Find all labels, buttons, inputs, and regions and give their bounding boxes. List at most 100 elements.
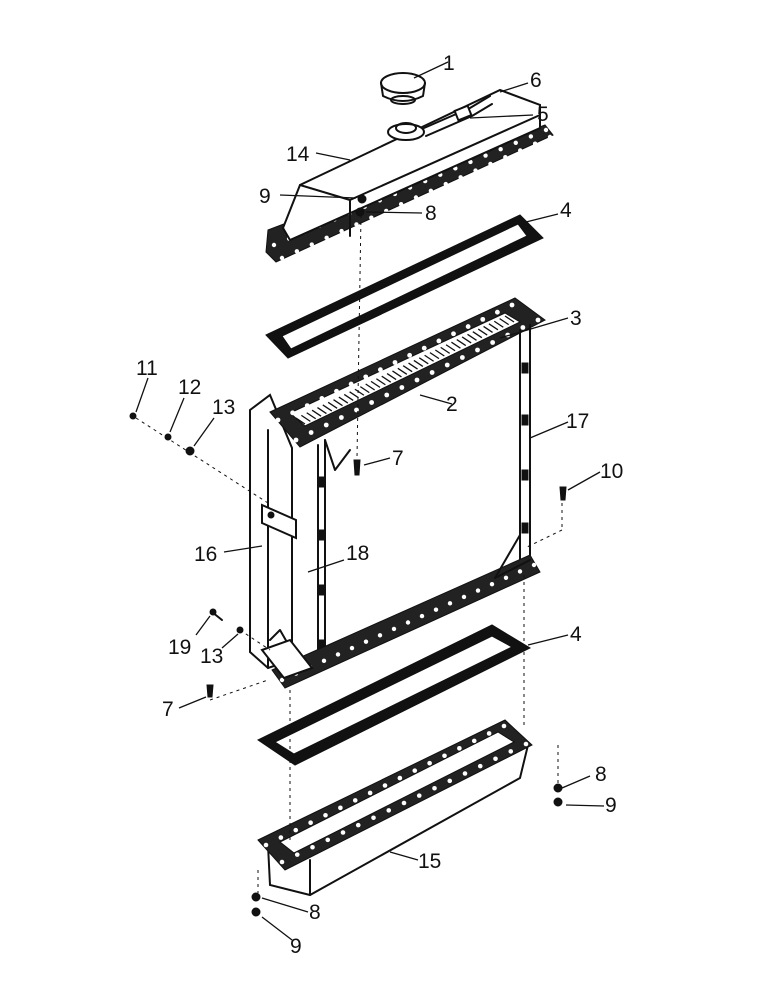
callout-4-upper: 4 bbox=[560, 199, 572, 222]
bolt-hole bbox=[367, 790, 373, 796]
callout-9-bottom: 9 bbox=[290, 935, 302, 958]
callout-3: 3 bbox=[570, 307, 582, 330]
bolt-hole bbox=[489, 581, 495, 587]
bolt-hole bbox=[473, 168, 478, 173]
bolt-hole bbox=[354, 222, 359, 227]
bolt-hole bbox=[363, 374, 369, 380]
core-fin bbox=[402, 365, 413, 373]
bolt-hole bbox=[486, 731, 492, 736]
bolt-hole bbox=[532, 141, 538, 146]
bolt-hole bbox=[323, 812, 328, 818]
radiator-cap bbox=[380, 72, 426, 105]
core-fin bbox=[311, 409, 322, 417]
bolt-hole bbox=[535, 317, 541, 323]
upper-gasket bbox=[265, 214, 544, 359]
core-fin bbox=[359, 386, 370, 394]
core-fin bbox=[429, 352, 440, 360]
core-fin bbox=[472, 331, 483, 339]
bolt-hole bbox=[309, 242, 314, 247]
bolt-hole bbox=[386, 808, 392, 813]
callout-11: 11 bbox=[136, 357, 158, 380]
bolt-hole bbox=[310, 844, 315, 850]
bolt-hole bbox=[294, 852, 300, 857]
core-fin bbox=[477, 328, 488, 336]
radiator-core bbox=[249, 297, 546, 689]
leader-lines bbox=[135, 61, 605, 941]
bolt-hole bbox=[475, 347, 480, 353]
bolt-hole bbox=[528, 134, 534, 139]
bolt-hole bbox=[459, 355, 465, 360]
callout-10: 10 bbox=[600, 460, 623, 483]
bolt-hole bbox=[444, 362, 450, 368]
bolt-hole bbox=[462, 771, 468, 776]
bolt-hole bbox=[397, 775, 403, 781]
callout-8-top: 8 bbox=[425, 202, 437, 225]
core-fin bbox=[338, 396, 349, 404]
bolt-hole bbox=[458, 175, 463, 180]
bolt-hole bbox=[501, 723, 507, 729]
bolt-hole bbox=[412, 768, 418, 773]
bolt-hole bbox=[428, 188, 434, 193]
bolt-hole bbox=[355, 822, 361, 828]
callout-13-lower: 13 bbox=[200, 645, 223, 668]
bolt-hole bbox=[432, 785, 437, 791]
core-fin bbox=[483, 325, 493, 334]
bolt-hole bbox=[349, 645, 355, 651]
side-bolt bbox=[521, 469, 529, 481]
core-fin bbox=[504, 315, 515, 323]
core-fin bbox=[440, 346, 451, 354]
core-fin bbox=[322, 404, 333, 412]
callout-numbers: 1 2 3 4 4 5 6 7 7 8 8 8 9 9 9 10 11 12 1… bbox=[136, 52, 623, 958]
bolt-hole bbox=[413, 195, 419, 200]
bolt-hole bbox=[477, 763, 483, 769]
bolt-hole bbox=[419, 613, 425, 619]
core-fin bbox=[451, 341, 461, 349]
callout-5: 5 bbox=[537, 103, 549, 126]
bolt-hole bbox=[275, 417, 281, 423]
bolt-hole bbox=[513, 140, 518, 145]
core-fin bbox=[408, 362, 418, 370]
bolt-hole bbox=[293, 437, 299, 443]
bolt-hole bbox=[293, 827, 299, 833]
bolt-hole bbox=[399, 385, 405, 390]
bolt-hole bbox=[468, 159, 473, 165]
bolt-hole bbox=[447, 601, 453, 606]
callout-9-top: 9 bbox=[259, 185, 271, 208]
core-fin bbox=[424, 354, 434, 362]
core-fin bbox=[300, 414, 311, 422]
bolt-hole bbox=[407, 352, 413, 358]
bolt-hole bbox=[369, 400, 375, 405]
callout-4-lower: 4 bbox=[570, 623, 582, 646]
bolt-hole bbox=[457, 746, 462, 751]
bolt-hole bbox=[547, 134, 553, 140]
bolt-hole bbox=[279, 859, 285, 865]
bolt-hole bbox=[442, 753, 447, 759]
side-bolt bbox=[317, 476, 325, 488]
bolt-hole bbox=[490, 340, 496, 345]
bolt-hole bbox=[290, 410, 296, 416]
top-tank bbox=[265, 72, 554, 263]
bolt-hole bbox=[421, 345, 427, 351]
bolt-hole bbox=[436, 338, 442, 344]
callout-19: 19 bbox=[168, 636, 191, 659]
bolt-hole bbox=[377, 367, 383, 373]
bolt-hole bbox=[543, 127, 549, 133]
bolt-hole bbox=[384, 392, 390, 398]
bolt-hole bbox=[371, 815, 376, 821]
bolt-hole bbox=[520, 325, 526, 330]
bolt-hole bbox=[335, 652, 341, 657]
callout-14: 14 bbox=[286, 143, 310, 166]
bolt-hole bbox=[391, 626, 397, 632]
side-bolt bbox=[317, 529, 325, 541]
core-fin bbox=[461, 336, 472, 344]
bolt-hole bbox=[498, 146, 503, 152]
bolt-hole bbox=[263, 842, 269, 848]
bolt-hole bbox=[308, 820, 313, 825]
bolt-hole bbox=[278, 835, 284, 840]
bolt-hole bbox=[523, 741, 529, 747]
bolt-hole bbox=[339, 228, 344, 234]
core-fin bbox=[349, 391, 359, 399]
core-fin bbox=[306, 412, 317, 420]
